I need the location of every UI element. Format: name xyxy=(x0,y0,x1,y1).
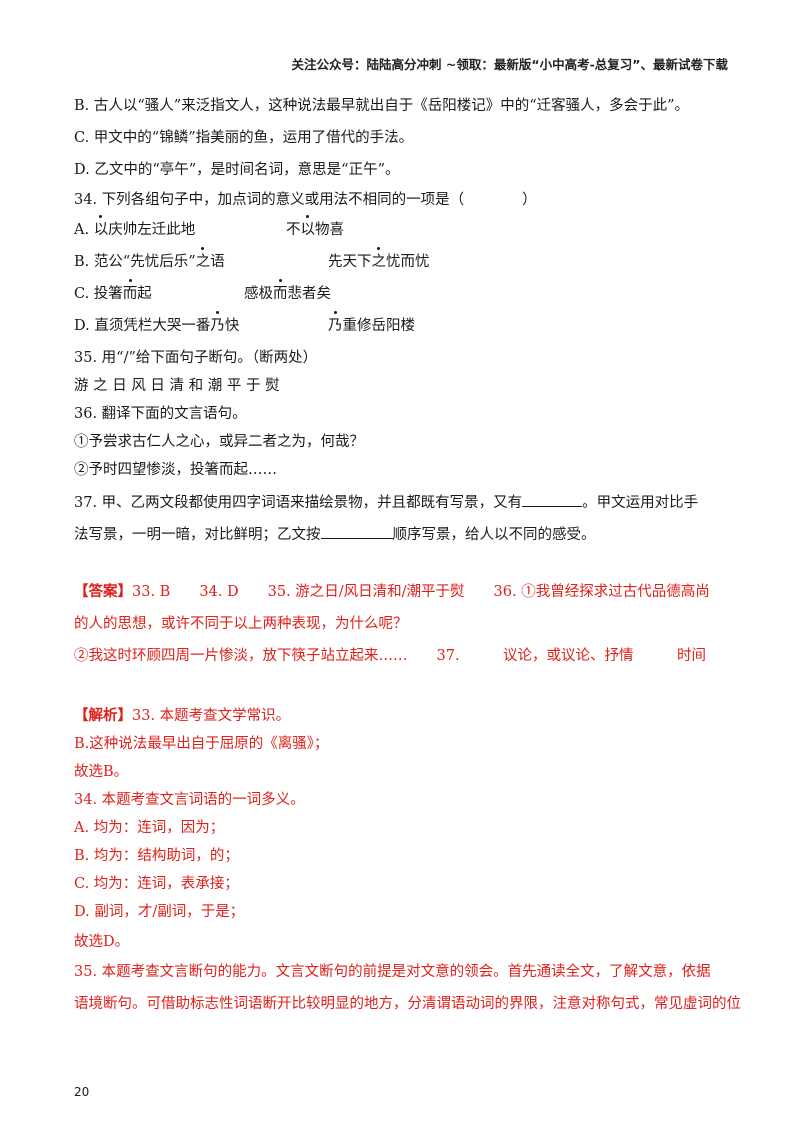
answer-blank xyxy=(522,492,583,507)
dotted-char: 以 xyxy=(300,215,315,238)
analysis-line-5: A. 均为：连词，因为； xyxy=(74,820,225,836)
page-number: 20 xyxy=(74,1085,90,1099)
dotted-char: 以 xyxy=(93,215,109,238)
page-header: 关注公众号：陆陆高分冲刺 ~领取：最新版“小中高考-总复习”、最新试卷下载 xyxy=(291,57,728,72)
analysis-line-3: 故选B。 xyxy=(74,764,129,780)
q33-option-b: B. 古人以“骚人”来泛指文人，这种说法最早就出自于《岳阳楼记》中的“迁客骚人，… xyxy=(74,98,690,114)
analysis-line-2: B.这种说法最早出自于屈原的《离骚》； xyxy=(74,736,329,752)
q34-option-d-second: 乃重修岳阳楼 xyxy=(328,311,415,334)
analysis-tag: 【解析】 xyxy=(74,707,132,724)
q33-option-c: C. 甲文中的“锦鳞”指美丽的鱼，运用了借代的手法。 xyxy=(74,130,414,146)
q34-stem: 34. 下列各组句子中，加点词的意义或用法不相同的一项是（ ） xyxy=(74,192,537,208)
q35-stem: 35. 用“/”给下面句子断句。（断两处） xyxy=(74,350,318,366)
dotted-char: 之 xyxy=(371,247,386,270)
analysis-line-7: C. 均为：连词，表承接； xyxy=(74,876,239,892)
answer-line-3: ②我这时环顾四周一片惨淡，放下筷子站立起来…… 37. 议论，或议论、抒情 时间 xyxy=(74,648,707,664)
q34-option-b: B. 范公“先忧后乐”之语 xyxy=(74,247,225,270)
q34-option-a: A. 以庆帅左迁此地 xyxy=(74,215,196,238)
analysis-line-4: 34. 本题考查文言词语的一词多义。 xyxy=(74,792,305,808)
analysis-line-1: 【解析】33. 本题考查文学常识。 xyxy=(74,707,291,724)
dotted-char: 而 xyxy=(122,279,138,302)
q37-line-1: 37. 甲、乙两文段都使用四字词语来描绘景物，并且都既有写景，又有。甲文运用对比… xyxy=(74,492,698,513)
analysis-line-11: 语境断句。可借助标志性词语断开比较明显的地方，分清谓语动词的界限，注意对称句式，… xyxy=(74,996,741,1012)
q36-sentence-1: ①予尝求古仁人之心，或异二者之为，何哉？ xyxy=(74,434,364,450)
dotted-char: 乃 xyxy=(210,311,225,334)
analysis-line-9: 故选D。 xyxy=(74,934,130,950)
dotted-char: 而 xyxy=(273,279,288,302)
q34-option-c: C. 投箸而起 xyxy=(74,279,152,302)
q36-stem: 36. 翻译下面的文言语句。 xyxy=(74,406,247,422)
q34-option-d: D. 直须凭栏大哭一番乃快 xyxy=(74,311,240,334)
q34-option-b-second: 先天下之忧而忧 xyxy=(328,247,430,270)
q37-line-2: 法写景，一明一暗，对比鲜明；乙文按顺序写景，给人以不同的感受。 xyxy=(74,524,596,545)
q34-option-c-second: 感极而悲者矣 xyxy=(244,279,331,302)
q36-sentence-2: ②予时四望惨淡，投箸而起…… xyxy=(74,462,277,478)
q34-option-a-second: 不以物喜 xyxy=(286,215,344,238)
analysis-line-8: D. 副词，才/副词，于是； xyxy=(74,904,245,920)
answer-blank xyxy=(320,524,393,539)
analysis-line-10: 35. 本题考查文言断句的能力。文言文断句的前提是对文意的领会。首先通读全文，了… xyxy=(74,964,711,980)
answer-line-2: 的人的思想，或许不同于以上两种表现，为什么呢？ xyxy=(74,616,408,632)
dotted-char: 乃 xyxy=(328,311,343,334)
analysis-line-6: B. 均为：结构助词，的； xyxy=(74,848,239,864)
answer-line-1: 【答案】33. B 34. D 35. 游之日/风日清和/潮平于熨 36. ①我… xyxy=(74,583,710,600)
q33-option-d: D. 乙文中的“亭午”，是时间名词，意思是“正午”。 xyxy=(74,162,400,178)
q35-text: 游 之 日 风 日 清 和 潮 平 于 熨 xyxy=(74,378,280,394)
answer-tag: 【答案】 xyxy=(74,583,132,600)
dotted-char: 之 xyxy=(195,247,211,270)
